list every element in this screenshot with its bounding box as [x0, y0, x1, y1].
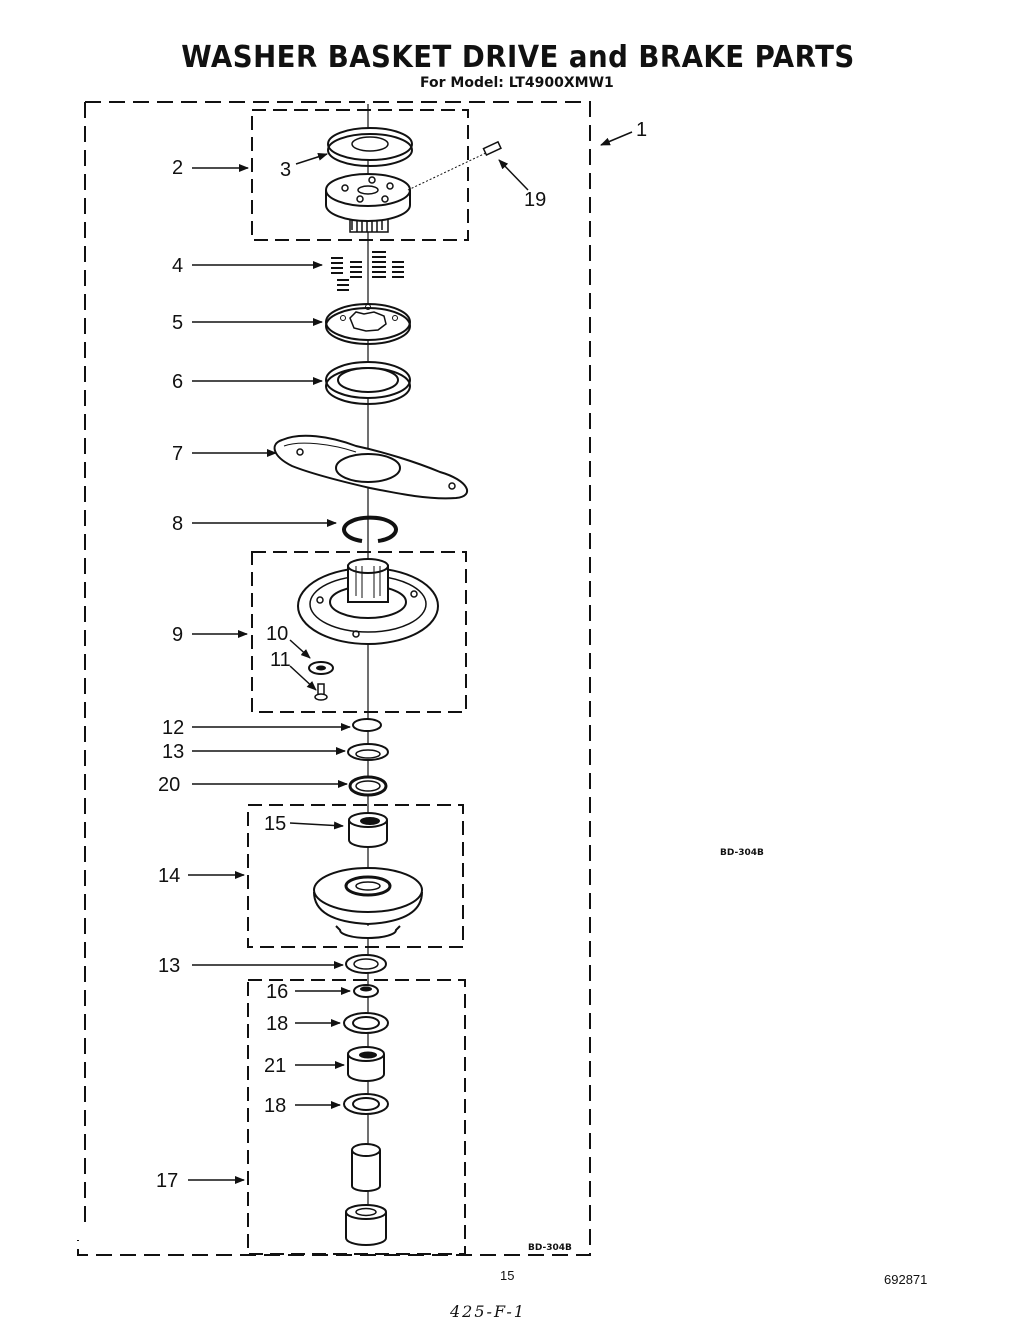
- callout-5: 5: [172, 312, 183, 334]
- callout-7: 7: [172, 443, 183, 465]
- part-13-washer-lower: [345, 954, 387, 974]
- part-16-cap: [353, 984, 379, 998]
- callout-12: 12: [162, 717, 184, 739]
- callout-21: 21: [264, 1055, 286, 1077]
- subassembly-box-17: [247, 979, 466, 1255]
- document-number: 692871: [884, 1272, 928, 1287]
- callout-14: 14: [158, 865, 180, 887]
- part-15-bearing: [348, 812, 388, 848]
- handwritten-note: 425-F-1: [450, 1302, 526, 1321]
- part-6-brake-lining: [325, 361, 411, 405]
- callout-18-upper: 18: [266, 1013, 288, 1035]
- part-21-sleeve: [347, 1046, 385, 1082]
- callout-6: 6: [172, 371, 183, 393]
- callout-13-upper: 13: [162, 741, 184, 763]
- part-20-seal: [348, 775, 388, 797]
- part-14-hub: [313, 867, 423, 939]
- part-2-drive-hub: [325, 173, 411, 233]
- part-19-pin: [407, 140, 502, 191]
- part-7-gasket: [273, 434, 468, 500]
- page-number: 15: [500, 1268, 515, 1283]
- part-9-brake-housing: [297, 558, 439, 645]
- part-11-screw: [314, 683, 328, 701]
- part-18-bearing-lower: [343, 1093, 389, 1115]
- callout-19: 19: [524, 189, 546, 211]
- callout-11: 11: [270, 649, 291, 671]
- callout-9: 9: [172, 624, 183, 646]
- callout-3: 3: [280, 159, 291, 181]
- subassembly-box-14: [247, 804, 464, 948]
- part-12-retaining-ring: [352, 718, 382, 732]
- callout-2: 2: [172, 157, 183, 179]
- callout-17: 17: [156, 1170, 178, 1192]
- callout-labels: 1 2 3 19 4 5 6 7 8 9 10 11 12 13 20 15 1…: [156, 119, 647, 1192]
- callout-8: 8: [172, 513, 183, 535]
- leader-lines: [188, 131, 633, 1184]
- callout-13-lower: 13: [158, 955, 180, 977]
- callout-20: 20: [158, 774, 180, 796]
- callout-16: 16: [266, 981, 288, 1003]
- part-3-washer: [327, 127, 413, 167]
- model-subtitle: For Model: LT4900XMW1: [420, 75, 614, 91]
- callout-18-lower: 18: [264, 1095, 286, 1117]
- diagram-title: WASHER BASKET DRIVE and BRAKE PARTS: [181, 40, 855, 75]
- subassembly-box-9: [251, 551, 467, 713]
- callout-1: 1: [636, 119, 647, 141]
- callout-4: 4: [172, 255, 183, 277]
- drawing-code-side: BD-304B: [720, 848, 764, 858]
- part-10-bushing: [308, 661, 334, 675]
- callout-15: 15: [264, 813, 286, 835]
- part-17-shaft: [345, 1143, 387, 1246]
- callout-10: 10: [266, 623, 288, 645]
- part-5-brake-plate: [325, 303, 411, 345]
- part-8-snap-ring: [342, 515, 398, 543]
- part-13-washer-upper: [347, 743, 389, 761]
- part-4-springs: [331, 251, 404, 291]
- part-18-bearing-upper: [343, 1012, 389, 1034]
- drawing-code-box: BD-304B: [528, 1243, 572, 1253]
- assembly-outline: [77, 101, 591, 1256]
- subassembly-box-2: [251, 109, 469, 241]
